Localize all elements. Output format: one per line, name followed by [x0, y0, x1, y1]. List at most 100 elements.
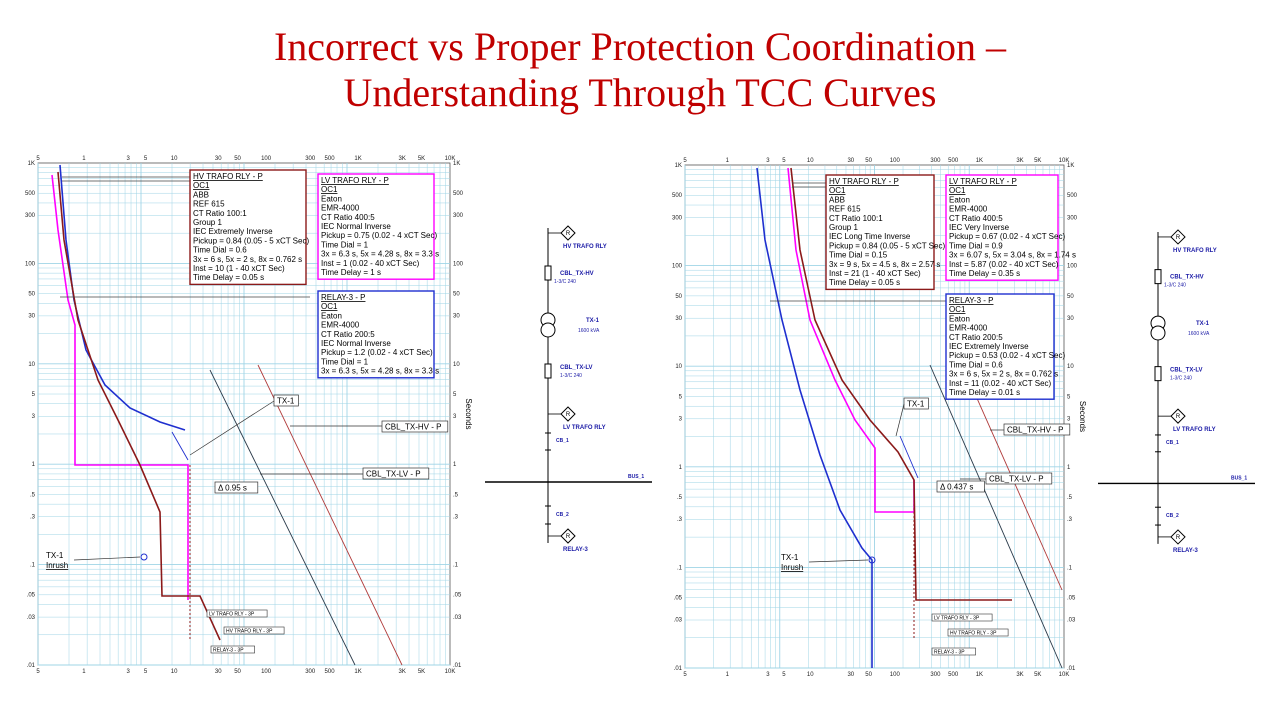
- lv-trafo-relay-label: LV TRAFO RLY: [563, 425, 606, 431]
- info-box-line: LV TRAFO RLY - P: [321, 176, 389, 185]
- cable-hv-icon: [544, 265, 552, 281]
- cable-lv-label: CBL_TX-LV: [560, 365, 593, 371]
- y-tick-label-left: .03: [27, 615, 36, 621]
- info-box-line: EMR-4000: [321, 321, 360, 330]
- lv-trafo-relay-curve: [51, 174, 189, 600]
- relay-3-3p-tag: RELAY-3 - 3P: [931, 647, 976, 656]
- y-tick-label-left: 300: [672, 215, 683, 221]
- label-leader: [189, 400, 275, 456]
- delta-time-label: Δ 0.437 s: [936, 480, 985, 493]
- info-box-line: Inst = 1 (0.02 - 40 xCT Sec): [321, 259, 420, 268]
- lv-trafo-relay-3p-tag: LV TRAFO RLY - 3P: [931, 613, 993, 622]
- x-tick-label-bottom: 500: [948, 672, 959, 678]
- y-tick-label-right: .3: [1067, 517, 1073, 523]
- x-tick-label-bottom: 1: [82, 669, 86, 675]
- y-tick-label-left: 5: [32, 392, 36, 398]
- y-tick-label-right: .5: [1067, 495, 1073, 501]
- x-tick-label-top: 1K: [976, 158, 983, 164]
- info-box-line: Time Dial = 0.9: [949, 241, 1003, 250]
- label-text: HV TRAFO RLY - 3P: [226, 629, 273, 635]
- x-tick-label-bottom: 500: [325, 669, 336, 675]
- y-tick-label-right: 1: [1067, 465, 1071, 471]
- x-tick-label-bottom: 5: [782, 672, 786, 678]
- right-tcc-chart: 551133551010303050501001003003005005001K…: [672, 158, 1087, 678]
- y-tick-label-right: 1K: [1067, 163, 1074, 169]
- x-tick-label-top: 3: [126, 156, 130, 162]
- x-tick-label-bottom: 10K: [1059, 672, 1070, 678]
- info-box-line: Pickup = 0.75 (0.02 - 4 xCT Sec): [321, 231, 437, 240]
- x-tick-label-top: 3: [766, 158, 770, 164]
- lv-trafo-relay-icon: [560, 406, 576, 422]
- info-box-line: Eaton: [949, 195, 970, 204]
- y-tick-label-right: 30: [1067, 316, 1074, 322]
- info-box-line: Eaton: [949, 314, 970, 323]
- lv-trafo-relay-3p-tag: LV TRAFO RLY - 3P: [206, 609, 268, 618]
- info-box-line: 3x = 6.3 s, 5x = 4.28 s, 8x = 3.3 s: [321, 367, 439, 376]
- inrush-line-2: Inrush: [46, 561, 68, 570]
- y-tick-label-left: 50: [28, 292, 35, 298]
- cable-lv-label: CBL_TX-LV: [1170, 368, 1203, 374]
- x-tick-label-top: 1K: [354, 156, 361, 162]
- y-tick-label-left: .5: [30, 492, 36, 498]
- label-text: Δ 0.437 s: [940, 483, 973, 492]
- hv-trafo-relay-symbol: R: [1176, 235, 1181, 241]
- info-box-line: EMR-4000: [949, 324, 988, 333]
- y-tick-label-right: .01: [453, 663, 462, 669]
- info-box-frame: [825, 174, 935, 291]
- lv-trafo-relay-icon: [1170, 408, 1186, 424]
- cable-hv-spec: 1-3/C 240: [554, 279, 576, 285]
- x-tick-label-bottom: 300: [930, 672, 941, 678]
- y-tick-label-right: 500: [1067, 193, 1078, 199]
- x-tick-label-bottom: 1K: [354, 669, 361, 675]
- y-tick-label-right: .01: [1067, 666, 1076, 672]
- x-tick-label-top: 10K: [445, 156, 456, 162]
- info-box-line: CT Ratio 200:5: [321, 330, 375, 339]
- label-frame: [223, 626, 285, 635]
- info-box-line: OC1: [321, 185, 338, 194]
- label-frame: [931, 613, 993, 622]
- y-tick-label-left: 10: [28, 362, 35, 368]
- relay-3-symbol: R: [566, 534, 571, 540]
- x-tick-label-bottom: 10K: [445, 669, 456, 675]
- x-tick-label-top: 3K: [399, 156, 406, 162]
- info-box-line: Pickup = 1.2 (0.02 - 4 xCT Sec): [321, 348, 433, 357]
- y-tick-label-left: .3: [30, 514, 36, 520]
- info-box-line: Group 1: [193, 218, 222, 227]
- info-box-line: IEC Normal Inverse: [321, 222, 391, 231]
- hv-trafo-relay-3p-tag: HV TRAFO RLY - 3P: [223, 626, 285, 635]
- label-frame: [931, 647, 976, 656]
- x-tick-label-top: 3K: [1016, 158, 1023, 164]
- label-text: CBL_TX-LV - P: [366, 470, 421, 479]
- info-box-line: Inst = 11 (0.02 - 40 xCT Sec): [949, 379, 1052, 388]
- x-tick-label-top: 5: [782, 158, 786, 164]
- x-tick-label-top: 100: [261, 156, 272, 162]
- info-box-line: Inst = 5.87 (0.02 - 40 xCT Sec): [949, 260, 1059, 269]
- cbl-tx-lv-damage-line: [171, 431, 189, 461]
- y-tick-label-left: .3: [677, 517, 683, 523]
- info-box-line: Group 1: [829, 223, 858, 232]
- y-tick-label-left: 50: [675, 294, 682, 300]
- x-tick-label-bottom: 3: [126, 669, 130, 675]
- y-tick-label-right: 500: [453, 191, 464, 197]
- inrush-line-1: TX-1: [46, 551, 64, 560]
- y-tick-label-right: 100: [453, 261, 464, 267]
- info-box-frame: [945, 174, 1059, 281]
- y-tick-label-left: 10: [675, 364, 682, 370]
- y-tick-label-right: 5: [453, 392, 457, 398]
- x-tick-label-top: 30: [847, 158, 854, 164]
- y-tick-label-left: 1K: [28, 161, 35, 167]
- label-frame: [206, 609, 268, 618]
- x-tick-label-bottom: 5: [144, 669, 148, 675]
- transformer-label: TX-1: [586, 318, 600, 324]
- info-box-line: Pickup = 0.67 (0.02 - 4 xCT Sec): [949, 232, 1065, 241]
- x-tick-label-bottom: 3K: [1016, 672, 1023, 678]
- info-box-line: HV TRAFO RLY - P: [193, 172, 263, 181]
- y-tick-label-left: .03: [674, 618, 683, 624]
- info-box-line: Time Dial = 1: [321, 357, 369, 366]
